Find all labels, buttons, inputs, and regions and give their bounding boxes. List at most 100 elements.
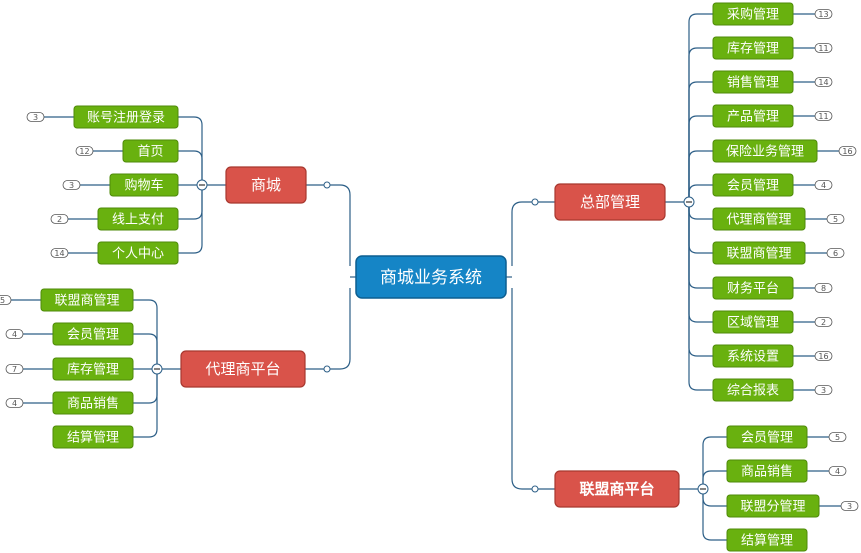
count-badge[interactable]: 5: [828, 432, 847, 443]
badge-count: 3: [821, 386, 826, 395]
child-node[interactable]: 会员管理: [726, 425, 808, 449]
child-node[interactable]: 库存管理: [52, 357, 134, 381]
count-badge[interactable]: 11: [814, 111, 833, 122]
badge-count: 2: [57, 215, 62, 224]
branch-node-alliance[interactable]: 联盟商平台: [554, 470, 680, 508]
count-badge[interactable]: 2: [814, 317, 833, 328]
child-node[interactable]: 线上支付: [97, 207, 179, 231]
count-badge[interactable]: 16: [838, 146, 857, 157]
child-box: [712, 139, 818, 163]
count-badge[interactable]: 12: [75, 146, 94, 157]
child-node[interactable]: 保险业务管理: [712, 139, 818, 163]
child-node[interactable]: 账号注册登录: [73, 105, 179, 129]
child-node[interactable]: 产品管理: [712, 104, 794, 128]
branch-node-agent[interactable]: 代理商平台: [180, 350, 306, 388]
child-box: [712, 104, 794, 128]
child-node[interactable]: 联盟分管理: [726, 494, 820, 518]
child-box: [712, 344, 794, 368]
child-label: 联盟分管理: [740, 500, 805, 515]
badge-count: 3: [33, 113, 38, 122]
badge-count: 3: [847, 502, 852, 511]
child-node[interactable]: 个人中心: [97, 241, 179, 265]
child-label: 结算管理: [67, 431, 119, 446]
child-node[interactable]: 综合报表: [712, 378, 794, 402]
child-node[interactable]: 商品销售: [52, 391, 134, 415]
badge-count: 11: [818, 112, 828, 121]
count-badge[interactable]: 4: [5, 329, 24, 340]
branch-connector-dot: [323, 365, 331, 373]
count-badge[interactable]: 11: [814, 43, 833, 54]
collapse-toggle-icon[interactable]: [683, 196, 695, 208]
child-node[interactable]: 首页: [122, 139, 179, 163]
count-badge[interactable]: 5: [0, 295, 12, 306]
collapse-toggle-icon[interactable]: [151, 363, 163, 375]
child-node[interactable]: 代理商管理: [712, 207, 806, 231]
child-node[interactable]: 会员管理: [712, 173, 794, 197]
child-box: [52, 357, 134, 381]
branch-label: 商城: [251, 176, 281, 194]
count-badge[interactable]: 4: [814, 180, 833, 191]
count-badge[interactable]: 6: [826, 248, 845, 259]
collapse-toggle-icon[interactable]: [697, 483, 709, 495]
badge-count: 7: [12, 365, 17, 374]
child-node[interactable]: 联盟商管理: [40, 288, 134, 312]
child-label: 财务平台: [727, 281, 779, 297]
count-badge[interactable]: 8: [814, 283, 833, 294]
count-badge[interactable]: 7: [5, 364, 24, 375]
badge-count: 14: [818, 78, 828, 87]
badge-count: 16: [818, 352, 828, 361]
child-node[interactable]: 结算管理: [726, 528, 808, 552]
child-node[interactable]: 系统设置: [712, 344, 794, 368]
count-badge[interactable]: 14: [50, 248, 69, 259]
badge-count: 14: [54, 249, 64, 258]
child-label: 会员管理: [727, 179, 779, 194]
child-node[interactable]: 购物车: [109, 173, 179, 197]
child-label: 采购管理: [727, 7, 779, 23]
child-label: 库存管理: [67, 362, 119, 378]
child-node[interactable]: 联盟商管理: [712, 241, 806, 265]
child-node[interactable]: 销售管理: [712, 70, 794, 94]
child-node[interactable]: 会员管理: [52, 322, 134, 346]
count-badge[interactable]: 3: [840, 501, 859, 512]
child-node[interactable]: 库存管理: [712, 36, 794, 60]
count-badge[interactable]: 4: [5, 398, 24, 409]
child-box: [712, 173, 794, 197]
count-badge[interactable]: 3: [26, 112, 45, 123]
branch-box: [554, 183, 666, 221]
child-node[interactable]: 区域管理: [712, 310, 794, 334]
child-node[interactable]: 财务平台: [712, 276, 794, 300]
branch-node-hq[interactable]: 总部管理: [554, 183, 666, 221]
child-box: [122, 139, 179, 163]
branch-box: [180, 350, 306, 388]
count-badge[interactable]: 16: [814, 351, 833, 362]
child-box: [712, 70, 794, 94]
child-box: [726, 459, 808, 483]
child-node[interactable]: 采购管理: [712, 2, 794, 26]
child-box: [52, 425, 134, 449]
collapse-toggle-icon[interactable]: [196, 179, 208, 191]
child-node[interactable]: 结算管理: [52, 425, 134, 449]
badge-count: 3: [69, 181, 74, 190]
badge-count: 8: [821, 284, 826, 293]
child-node[interactable]: 商品销售: [726, 459, 808, 483]
count-badge[interactable]: 3: [62, 180, 81, 191]
badge-count: 4: [835, 467, 840, 476]
child-box: [712, 36, 794, 60]
child-box: [109, 173, 179, 197]
count-badge[interactable]: 14: [814, 77, 833, 88]
count-badge[interactable]: 5: [826, 214, 845, 225]
count-badge[interactable]: 3: [814, 385, 833, 396]
child-label: 会员管理: [741, 431, 793, 446]
count-badge[interactable]: 13: [814, 9, 833, 20]
branch-box: [225, 166, 307, 204]
count-badge[interactable]: 2: [50, 214, 69, 225]
badge-count: 11: [818, 44, 828, 53]
count-badge[interactable]: 4: [828, 466, 847, 477]
child-box: [52, 391, 134, 415]
child-label: 商品销售: [67, 396, 119, 412]
child-box: [712, 241, 806, 265]
root-node[interactable]: 商城业务系统: [355, 255, 507, 299]
branch-node-mall[interactable]: 商城: [225, 166, 307, 204]
